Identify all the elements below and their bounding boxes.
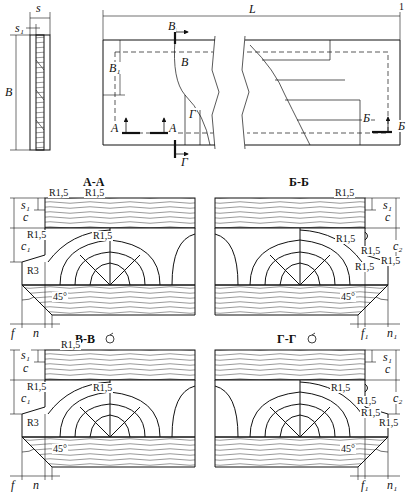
dimension-label: В (180, 56, 189, 68)
dimension-label: R1,5 (378, 418, 399, 428)
dimension-label: R1,5 (354, 262, 375, 272)
dimension-label: R1,5 (380, 256, 401, 266)
dimension-label: c (22, 362, 29, 374)
section-title: Г-Г (276, 333, 297, 345)
dimension-label: s₁ (382, 351, 393, 363)
dimension-label: R1,5 (92, 383, 113, 393)
dimension-label: c (22, 211, 29, 223)
dimension-label: В (167, 20, 176, 32)
section-title: Б-Б (288, 176, 310, 188)
dimension-label: B (4, 86, 13, 98)
dimension-label: Г (188, 108, 197, 120)
dimension-label: c₁ (20, 392, 32, 404)
dimension-label: Б (362, 112, 371, 124)
dimension-label: s₁ (14, 22, 25, 34)
dimension-label: R1,5 (335, 234, 356, 244)
dimension-label: Г (180, 156, 189, 168)
dimension-label: R1,5 (334, 188, 355, 198)
dimension-label: f₁ (360, 479, 370, 491)
dimension-label: R1,5 (26, 230, 47, 240)
dimension-label: s (35, 2, 42, 14)
dimension-label: c (384, 211, 391, 223)
dimension-label: 45° (340, 292, 356, 302)
dimension-label: B₁ (108, 62, 122, 74)
dimension-label: n (32, 479, 40, 491)
dimension-label: 45° (52, 444, 68, 454)
dimension-label: s₁ (20, 199, 31, 211)
dimension-label: R1,5 (330, 383, 351, 393)
section-title: А-А (82, 176, 105, 188)
dimension-label: n₁ (386, 327, 398, 339)
dimension-label: f (10, 327, 15, 339)
dimension-label: c (384, 363, 391, 375)
dimension-label: R3 (26, 418, 40, 428)
dimension-label: 1 (398, 2, 405, 12)
dimension-label: n (32, 327, 40, 339)
dimension-label: R1,5 (360, 408, 381, 418)
dimension-label: А (110, 122, 119, 134)
dimension-label: f (10, 479, 15, 491)
dimension-label: s₁ (382, 199, 393, 211)
dimension-label: f₁ (360, 327, 370, 339)
dimension-label: R3 (26, 266, 40, 276)
dimension-label: n₁ (386, 479, 398, 491)
dimension-label: R1,5 (84, 188, 105, 198)
dimension-label: R1,5 (26, 382, 47, 392)
dimension-label: Б (397, 120, 406, 132)
dimension-label: L (248, 3, 257, 15)
dimension-label: R1,5 (48, 188, 69, 198)
dimension-label: 45° (340, 444, 356, 454)
dimension-label: А (168, 122, 177, 134)
dimension-label: c₁ (20, 240, 32, 252)
dimension-label: R1,5 (356, 396, 377, 406)
dimension-label: s₁ (20, 349, 31, 361)
dimension-label: c₂ (392, 240, 404, 252)
dimension-label: 45° (52, 292, 68, 302)
dimension-label: R1,5 (92, 231, 113, 241)
dimension-label: c₂ (392, 392, 404, 404)
dimension-label: R1,5 (360, 246, 381, 256)
dimension-label: R1,5 (60, 340, 81, 350)
